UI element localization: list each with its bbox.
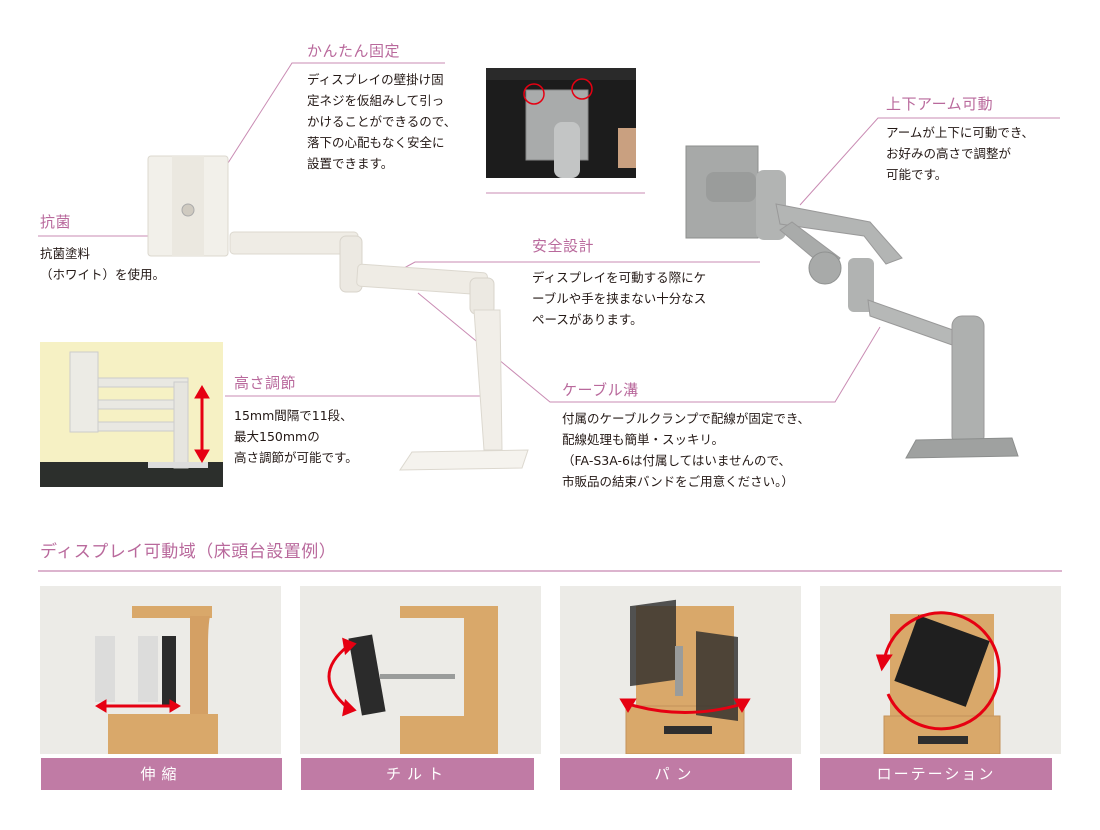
height-adjust-photo xyxy=(40,342,223,487)
motion-photo-pan xyxy=(560,586,801,754)
feature-title-height: 高さ調節 xyxy=(234,374,297,392)
feature-desc-cable: 付属のケーブルクランプで配線が固定でき、 配線処理も簡単・スッキリ。 （FA-S… xyxy=(562,411,811,489)
motion-caption-extend: 伸縮 xyxy=(41,758,282,790)
mount-closeup-photo xyxy=(486,68,636,178)
feature-title-safety: 安全設計 xyxy=(532,237,595,255)
highlight-circle-left xyxy=(523,83,545,105)
feature-desc-safety: ディスプレイを可動する際にケ ーブルや手を挟まない十分なス ペースがあります。 xyxy=(532,270,707,327)
feature-desc-arm-updown: アームが上下に可動でき、 お好みの高さで調整が 可能です。 xyxy=(886,125,1035,182)
curved-double-arrow-icon xyxy=(327,637,357,717)
double-arrow-horizontal-icon xyxy=(95,699,181,713)
vertical-arrow-icon xyxy=(194,385,210,463)
feature-title-cable: ケーブル溝 xyxy=(562,381,639,399)
rotate-circle-icon xyxy=(875,611,1001,731)
feature-desc-height: 15mm間隔で11段、 最大150mmの 高さ調節が可能です。 xyxy=(234,408,358,465)
feature-title-easy-fix: かんたん固定 xyxy=(307,42,401,60)
motion-caption-pan: パン xyxy=(560,758,792,790)
motion-photo-extend xyxy=(40,586,281,754)
motion-caption-rotation: ローテーション xyxy=(820,758,1052,790)
motion-photo-tilt xyxy=(300,586,541,754)
feature-title-arm-updown: 上下アーム可動 xyxy=(886,95,994,113)
feature-desc-easy-fix: ディスプレイの壁掛け固 定ネジを仮組みして引っ かけることができるので、 落下の… xyxy=(307,72,457,171)
section-title: ディスプレイ可動域（床頭台設置例） xyxy=(40,542,337,562)
highlight-circle-right xyxy=(571,78,593,100)
white-arm-illustration xyxy=(147,155,529,471)
feature-desc-antibacterial: 抗菌塗料 （ホワイト）を使用。 xyxy=(40,246,166,282)
motion-caption-tilt: チルト xyxy=(301,758,534,790)
feature-title-antibacterial: 抗菌 xyxy=(40,213,72,231)
silver-arm-illustration xyxy=(685,145,1019,459)
motion-photo-rotation xyxy=(820,586,1061,754)
arc-double-arrow-icon xyxy=(619,698,751,714)
